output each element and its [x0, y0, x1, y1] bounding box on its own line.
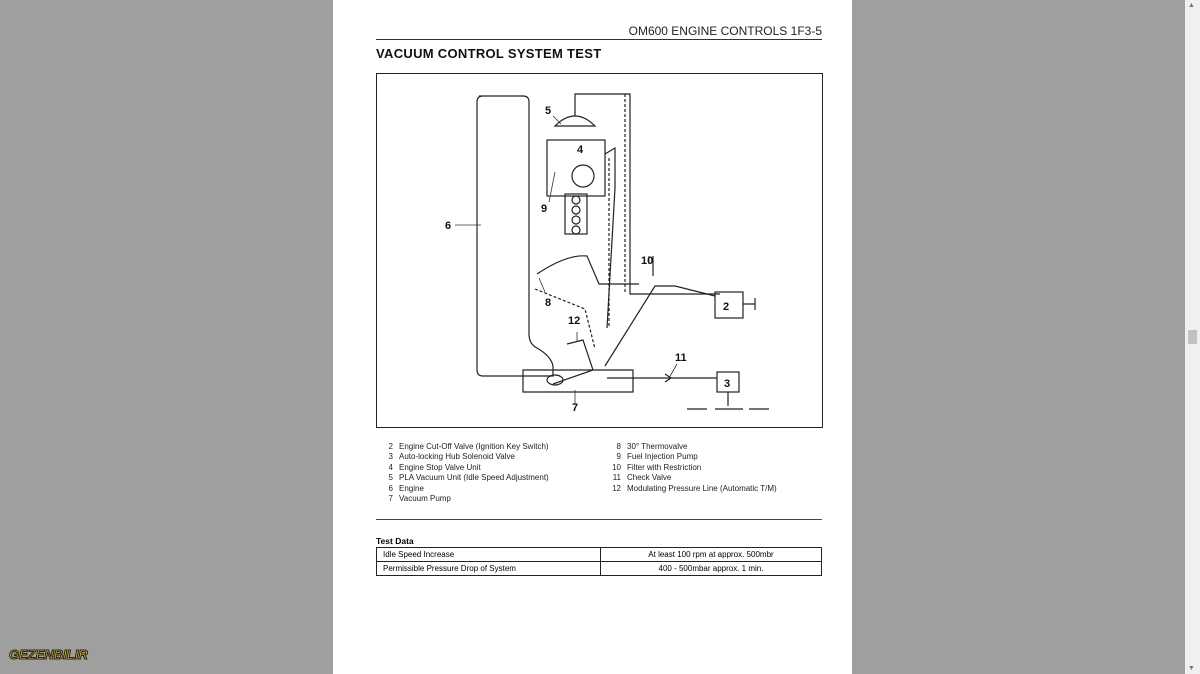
header-rule: [376, 39, 822, 40]
vacuum-system-diagram: 5 4 9 6 10 8 2 12 11 3 7: [376, 73, 823, 428]
vertical-scrollbar[interactable]: ▲ ▼: [1185, 0, 1200, 674]
callout-12: 12: [568, 315, 580, 327]
callout-4: 4: [577, 144, 584, 156]
watermark-logo: GEZENBILIR: [9, 647, 89, 663]
scrollbar-thumb[interactable]: [1188, 330, 1197, 344]
test-data-heading: Test Data: [376, 536, 414, 546]
scroll-up-icon[interactable]: ▲: [1188, 2, 1195, 9]
vacuum-pump: [522, 369, 634, 393]
engine-outline: [476, 95, 554, 377]
callout-8: 8: [545, 297, 551, 309]
section-divider: [376, 519, 822, 520]
callout-3: 3: [724, 378, 730, 390]
section-title: VACUUM CONTROL SYSTEM TEST: [376, 46, 602, 61]
scroll-down-icon[interactable]: ▼: [1188, 665, 1195, 672]
document-page: OM600 ENGINE CONTROLS 1F3-5 VACUUM CONTR…: [333, 0, 852, 674]
callout-11: 11: [675, 352, 687, 364]
callout-7: 7: [572, 402, 578, 414]
callout-6: 6: [445, 220, 451, 232]
callout-5: 5: [545, 105, 551, 117]
stop-valve: [571, 164, 595, 188]
running-header: OM600 ENGINE CONTROLS 1F3-5: [628, 24, 822, 38]
cutoff-valve: [714, 291, 744, 319]
callout-2: 2: [723, 301, 729, 313]
pla-unit: [553, 115, 597, 127]
callout-9: 9: [541, 203, 547, 215]
callout-10: 10: [641, 255, 653, 267]
